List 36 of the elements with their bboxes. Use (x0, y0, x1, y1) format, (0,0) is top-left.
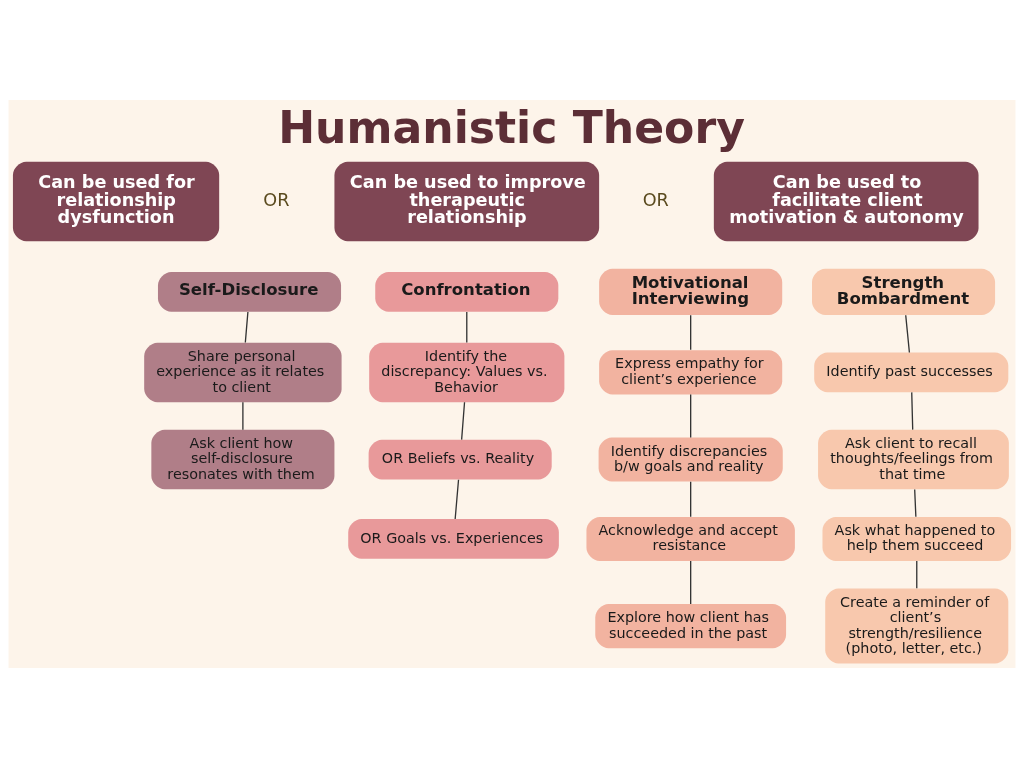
node-box: Acknowledge and accept resistance (586, 516, 795, 561)
connector (466, 311, 468, 344)
connector (905, 314, 911, 354)
connector (244, 311, 249, 344)
connector (454, 479, 460, 520)
connector (690, 393, 692, 439)
connector (916, 560, 918, 589)
node-box: Motivational Interviewing (599, 268, 783, 316)
node-box: Ask what happened to help them succeed (822, 516, 1012, 561)
node-box: Identify past successes (814, 352, 1009, 393)
node-box: OR Goals vs. Experiences (348, 519, 559, 559)
connector (242, 401, 244, 431)
label: OR (263, 189, 290, 210)
diagram-title: Humanistic Theory (278, 102, 745, 154)
node-box: Strength Bombardment (812, 268, 996, 316)
node-box: Confrontation (375, 272, 559, 312)
node-box: Can be used to improve therapeutic relationship (334, 161, 600, 242)
connector (690, 314, 692, 351)
node-box: Can be used to facilitate client motivation & autonomy (713, 161, 979, 242)
node-box: Identify discrepancies b/w goals and reality (598, 437, 783, 482)
node-box: Explore how client has succeeded in the past (595, 604, 787, 649)
connector (911, 391, 914, 431)
connector (460, 401, 466, 441)
node-box: Share personal experience as it relates to client (144, 342, 342, 403)
node-box: Can be used for relationship dysfunction (12, 161, 220, 242)
node-box: Self-Disclosure (157, 272, 342, 312)
connector (690, 481, 692, 518)
node-box: Create a reminder of client’s strength/resilience (photo, letter, etc.) (825, 588, 1009, 664)
label: OR (642, 189, 669, 210)
node-box: Express empathy for client’s experience (599, 350, 783, 395)
connector (914, 488, 917, 518)
node-box: Ask client how self-disclosure resonates with them (151, 429, 335, 490)
node-box: Identify the discrepancy: Values vs. Behavior (369, 342, 565, 403)
node-box: Ask client to recall thoughts/feelings from that time (818, 429, 1009, 490)
connector (690, 560, 692, 605)
node-box: OR Beliefs vs. Reality (368, 439, 552, 480)
